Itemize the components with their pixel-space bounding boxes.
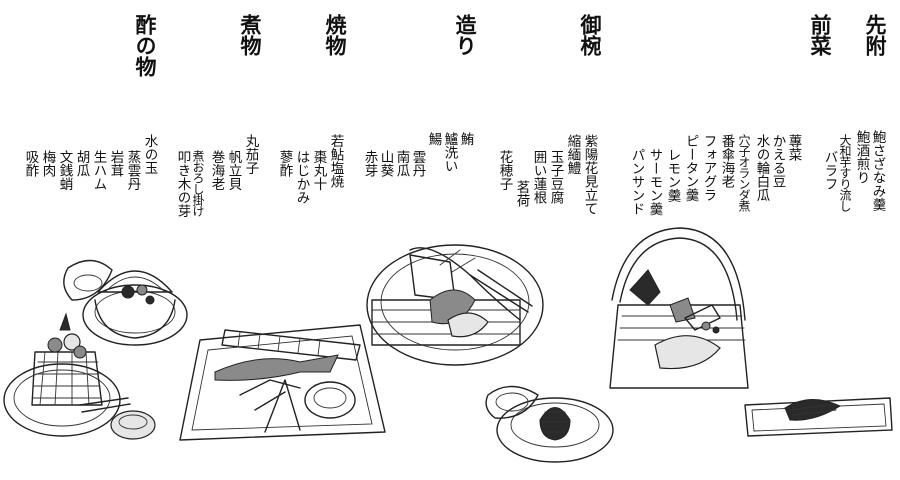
menu-item: 生ハム: [90, 150, 107, 191]
owan-drawing: [485, 385, 614, 463]
yakimono-plate-drawing: [179, 324, 386, 441]
course-title-zensai: 前菜: [808, 14, 833, 56]
course-title-sunomono: 酢の物: [133, 14, 158, 77]
menu-item: 赤芽: [361, 150, 378, 177]
menu-item: 文銭蛸: [56, 150, 73, 191]
menu-item: 鰑: [425, 132, 442, 146]
menu-item: 花穂子: [496, 150, 513, 191]
menu-item: 胡瓜: [73, 150, 90, 177]
course-title-yakimono: 焼物: [323, 14, 348, 56]
menu-item: 吸酢: [22, 150, 39, 177]
menu-item: 茗荷: [513, 180, 530, 207]
menu-item: 鮑さざなみ羹: [869, 130, 886, 211]
menu-item: 若鮎塩焼: [327, 134, 344, 188]
course-title-owan: 御椀: [578, 14, 603, 56]
lidded-bowl-drawing: [63, 259, 188, 346]
menu-item: 鮑酒煎り: [853, 130, 870, 184]
menu-item: かえる豆: [769, 134, 786, 188]
course-title-nimono: 煮物: [238, 14, 263, 56]
menu-item: 帆立貝: [225, 150, 242, 191]
menu-item: 鱸洗い: [441, 132, 458, 173]
menu-item: 南瓜: [393, 150, 410, 177]
menu-item: 梅肉: [39, 150, 56, 177]
sakizuke-plate-drawing: [744, 397, 893, 437]
tsukuri-plate-drawing: [366, 244, 544, 366]
menu-item: 丸茄子: [242, 134, 259, 175]
menu-item: ピータン羹: [682, 134, 699, 202]
menu-item: 番傘海老: [718, 134, 735, 188]
menu-item: レモン羹: [664, 148, 681, 202]
zensai-basket-drawing: [609, 227, 749, 389]
menu-item: 囲い蓮根: [530, 150, 547, 204]
menu-item: 水の玉: [141, 134, 158, 175]
menu-item: 紫陽花見立て: [581, 134, 598, 215]
menu-item: バラフ: [821, 150, 838, 191]
menu-item: 叩き木の芽: [174, 150, 191, 218]
menu-item: 穴子オランダ煮: [737, 134, 751, 211]
menu-item: 蓴菜: [785, 134, 802, 161]
menu-item: フォアグラ: [700, 134, 717, 202]
course-title-tsukuri: 造り: [453, 14, 478, 56]
menu-item: 大和芋すり流し: [838, 134, 852, 211]
menu-item: 雲丹: [409, 150, 426, 177]
menu-item: 岩茸: [107, 150, 124, 177]
menu-item: 蒸雲丹: [124, 150, 141, 191]
menu-item: サーモン羹: [646, 148, 663, 216]
menu-item: 水の輪白瓜: [753, 134, 770, 202]
course-title-sakizuke: 先附: [863, 14, 888, 56]
menu-item: 棗丸十: [310, 150, 327, 191]
menu-item: 鮪: [457, 132, 474, 146]
sunomono-bowl-drawing: [3, 312, 156, 440]
menu-item: 煮おろし掛け: [191, 150, 205, 216]
menu-item: パンサンド: [628, 148, 645, 216]
menu-item: はじかみ: [293, 150, 310, 204]
menu-item: 山葵: [377, 150, 394, 177]
menu-item: 玉子豆腐: [547, 150, 564, 204]
menu-item: 巻海老: [208, 150, 225, 191]
menu-item: 蓼酢: [276, 150, 293, 177]
menu-item: 縮緬鱧: [564, 134, 581, 175]
